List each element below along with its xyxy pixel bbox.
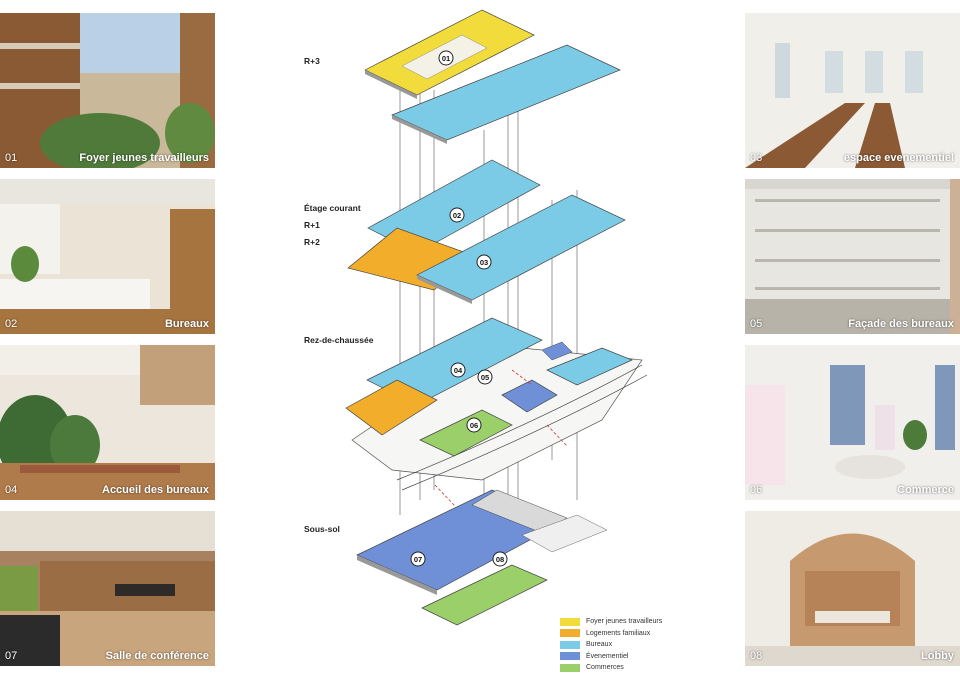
legend-label: Bureaux bbox=[586, 641, 613, 649]
floor-sous-sol bbox=[356, 489, 608, 626]
level-label-r1: R+1 bbox=[304, 220, 320, 230]
conference-image bbox=[0, 511, 215, 666]
legend-swatch bbox=[560, 617, 580, 626]
level-label-r2: R+2 bbox=[304, 237, 320, 247]
svg-text:03: 03 bbox=[480, 258, 488, 267]
photo-caption: Salle de conférence bbox=[105, 650, 209, 662]
photo-caption: Accueil des bureaux bbox=[102, 484, 209, 496]
facade-image bbox=[745, 179, 960, 334]
photo-caption: Foyer jeunes travailleurs bbox=[79, 152, 209, 164]
photo-caption: Lobby bbox=[921, 650, 954, 662]
lobby-office-image bbox=[0, 345, 215, 500]
legend-item: Bureaux bbox=[560, 639, 662, 651]
floor-rdc bbox=[345, 317, 648, 507]
photo-number: 02 bbox=[5, 318, 18, 330]
level-label-etage: Étage courant bbox=[304, 203, 361, 213]
photo-lobby: 08 Lobby bbox=[745, 511, 960, 666]
photo-accueil: 04 Accueil des bureaux bbox=[0, 345, 215, 500]
photo-conference: 07 Salle de conférence bbox=[0, 511, 215, 666]
legend-label: Foyer jeunes travailleurs bbox=[586, 618, 663, 626]
marker-04: 04 bbox=[450, 362, 466, 378]
marker-02: 02 bbox=[449, 207, 465, 223]
svg-text:06: 06 bbox=[470, 421, 478, 430]
marker-01: 01 bbox=[438, 50, 454, 66]
marker-03: 03 bbox=[476, 254, 492, 270]
svg-text:07: 07 bbox=[414, 555, 422, 564]
svg-text:01: 01 bbox=[442, 54, 450, 63]
photo-foyer: 01 Foyer jeunes travailleurs bbox=[0, 13, 215, 168]
floor-r3 bbox=[364, 9, 621, 144]
legend-item: Évenementiel bbox=[560, 651, 662, 663]
photo-number: 03 bbox=[750, 152, 763, 164]
marker-08: 08 bbox=[492, 551, 508, 567]
photo-facade: 05 Façade des bureaux bbox=[745, 179, 960, 334]
office-image bbox=[0, 179, 215, 334]
event-space-image bbox=[745, 13, 960, 168]
level-label-rdc: Rez-de-chaussée bbox=[304, 335, 374, 345]
photo-caption: espace evenementiel bbox=[843, 152, 954, 164]
level-label-sous-sol: Sous-sol bbox=[304, 524, 340, 534]
legend-swatch bbox=[560, 652, 580, 661]
floor-etage-courant bbox=[347, 159, 626, 304]
photo-number: 06 bbox=[750, 484, 763, 496]
legend-item: Foyer jeunes travailleurs bbox=[560, 616, 662, 628]
svg-text:08: 08 bbox=[496, 555, 504, 564]
photo-evenementiel: 03 espace evenementiel bbox=[745, 13, 960, 168]
marker-05: 05 bbox=[477, 369, 493, 385]
legend-swatch bbox=[560, 629, 580, 638]
shop-image bbox=[745, 345, 960, 500]
photo-number: 05 bbox=[750, 318, 763, 330]
floor-stack: 01 02 03 04 05 06 07 08 bbox=[345, 9, 648, 626]
axonometric-diagram: 01 02 03 04 05 06 07 08 R+3 Étage courant R+1 R… bbox=[222, 0, 742, 673]
legend: Foyer jeunes travailleurs Logements fami… bbox=[560, 616, 662, 674]
photo-number: 08 bbox=[750, 650, 763, 662]
photo-caption: Bureaux bbox=[164, 318, 209, 330]
photo-caption: Façade des bureaux bbox=[848, 318, 954, 330]
photo-number: 01 bbox=[5, 152, 18, 164]
svg-text:04: 04 bbox=[454, 366, 463, 375]
legend-label: Commerces bbox=[586, 664, 624, 672]
legend-swatch bbox=[560, 640, 580, 649]
legend-swatch bbox=[560, 663, 580, 672]
svg-text:05: 05 bbox=[481, 373, 489, 382]
svg-text:02: 02 bbox=[453, 211, 461, 220]
room-markers: 01 02 03 04 05 06 07 08 bbox=[410, 50, 508, 567]
marker-06: 06 bbox=[466, 417, 482, 433]
photo-number: 07 bbox=[5, 650, 18, 662]
photo-bureaux: 02 Bureaux bbox=[0, 179, 215, 334]
legend-label: Évenementiel bbox=[586, 652, 629, 660]
level-label-r3: R+3 bbox=[304, 56, 320, 66]
legend-item: Logements familiaux bbox=[560, 628, 662, 640]
photo-commerce: 06 Commerce bbox=[745, 345, 960, 500]
lobby-image bbox=[745, 511, 960, 666]
legend-item: Commerces bbox=[560, 662, 662, 674]
courtyard-image bbox=[0, 13, 215, 168]
photo-number: 04 bbox=[5, 484, 18, 496]
legend-label: Logements familiaux bbox=[586, 629, 651, 637]
photo-caption: Commerce bbox=[897, 484, 954, 496]
marker-07: 07 bbox=[410, 551, 426, 567]
